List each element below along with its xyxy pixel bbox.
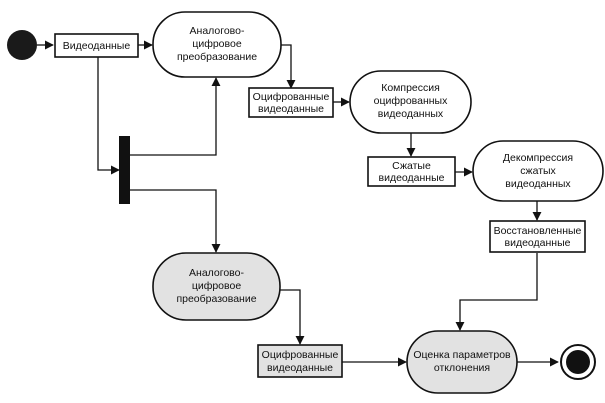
node-compression: Компрессия оцифрованных видеоданных xyxy=(349,70,472,134)
node-evaluation-line2: отклонения xyxy=(434,362,490,374)
node-decompression-line3: видеоданных xyxy=(505,178,571,190)
node-restored: Восстановленные видеоданные xyxy=(489,220,586,253)
node-digitized-top-line1: Оцифрованные xyxy=(253,91,330,103)
node-decompression-line2: сжатых xyxy=(520,165,556,177)
node-decompression: Декомпрессия сжатых видеоданных xyxy=(472,140,604,202)
fork-bar xyxy=(119,136,130,204)
node-digitized-bottom-line1: Оцифрованные xyxy=(262,349,339,361)
flow-adc-to-digitized xyxy=(281,44,296,89)
node-video-data: Видеоданные xyxy=(54,33,139,58)
node-compression-line1: Компрессия xyxy=(381,82,440,94)
flow-fork-to-adc-bottom xyxy=(130,189,221,253)
flow-restored-to-evaluation xyxy=(455,253,538,331)
node-restored-line2: видеоданные xyxy=(505,237,571,249)
node-digitized-bottom-line2: видеоданные xyxy=(267,362,333,374)
node-compressed: Сжатые видеоданные xyxy=(367,156,456,187)
node-decompression-line1: Декомпрессия xyxy=(503,152,573,164)
node-digitized-bottom: Оцифрованные видеоданные xyxy=(257,344,343,378)
node-adc-top-line2: цифровое xyxy=(192,38,241,50)
node-compressed-line2: видеоданные xyxy=(379,172,445,184)
node-adc-bottom-line1: Аналогово- xyxy=(189,267,244,279)
node-evaluation: Оценка параметров отклонения xyxy=(406,330,518,394)
flow-video-to-fork xyxy=(97,56,120,175)
flow-fork-to-adc-top xyxy=(130,77,221,156)
node-video-data-label: Видеоданные xyxy=(63,40,131,52)
end-node xyxy=(560,344,596,380)
flow-adc-bottom-to-digitized xyxy=(280,289,305,345)
node-compression-line2: оцифрованных xyxy=(374,95,448,107)
node-adc-top: Аналогово- цифровое преобразование xyxy=(152,11,282,78)
node-adc-top-line1: Аналогово- xyxy=(190,25,245,37)
node-evaluation-line1: Оценка параметров xyxy=(413,349,511,361)
node-adc-bottom: Аналогово- цифровое преобразование xyxy=(152,252,281,321)
node-compression-line3: видеоданных xyxy=(378,108,444,120)
node-adc-bottom-line3: преобразование xyxy=(176,293,256,305)
connectors xyxy=(37,40,559,367)
node-adc-bottom-line2: цифровое xyxy=(192,280,241,292)
node-compressed-line1: Сжатые xyxy=(392,160,431,172)
start-node xyxy=(7,30,37,60)
node-digitized-top-line2: видеоданные xyxy=(258,103,324,115)
node-adc-top-line3: преобразование xyxy=(177,51,257,63)
node-restored-line1: Восстановленные xyxy=(494,225,582,237)
node-digitized-top: Оцифрованные видеоданные xyxy=(248,87,334,118)
